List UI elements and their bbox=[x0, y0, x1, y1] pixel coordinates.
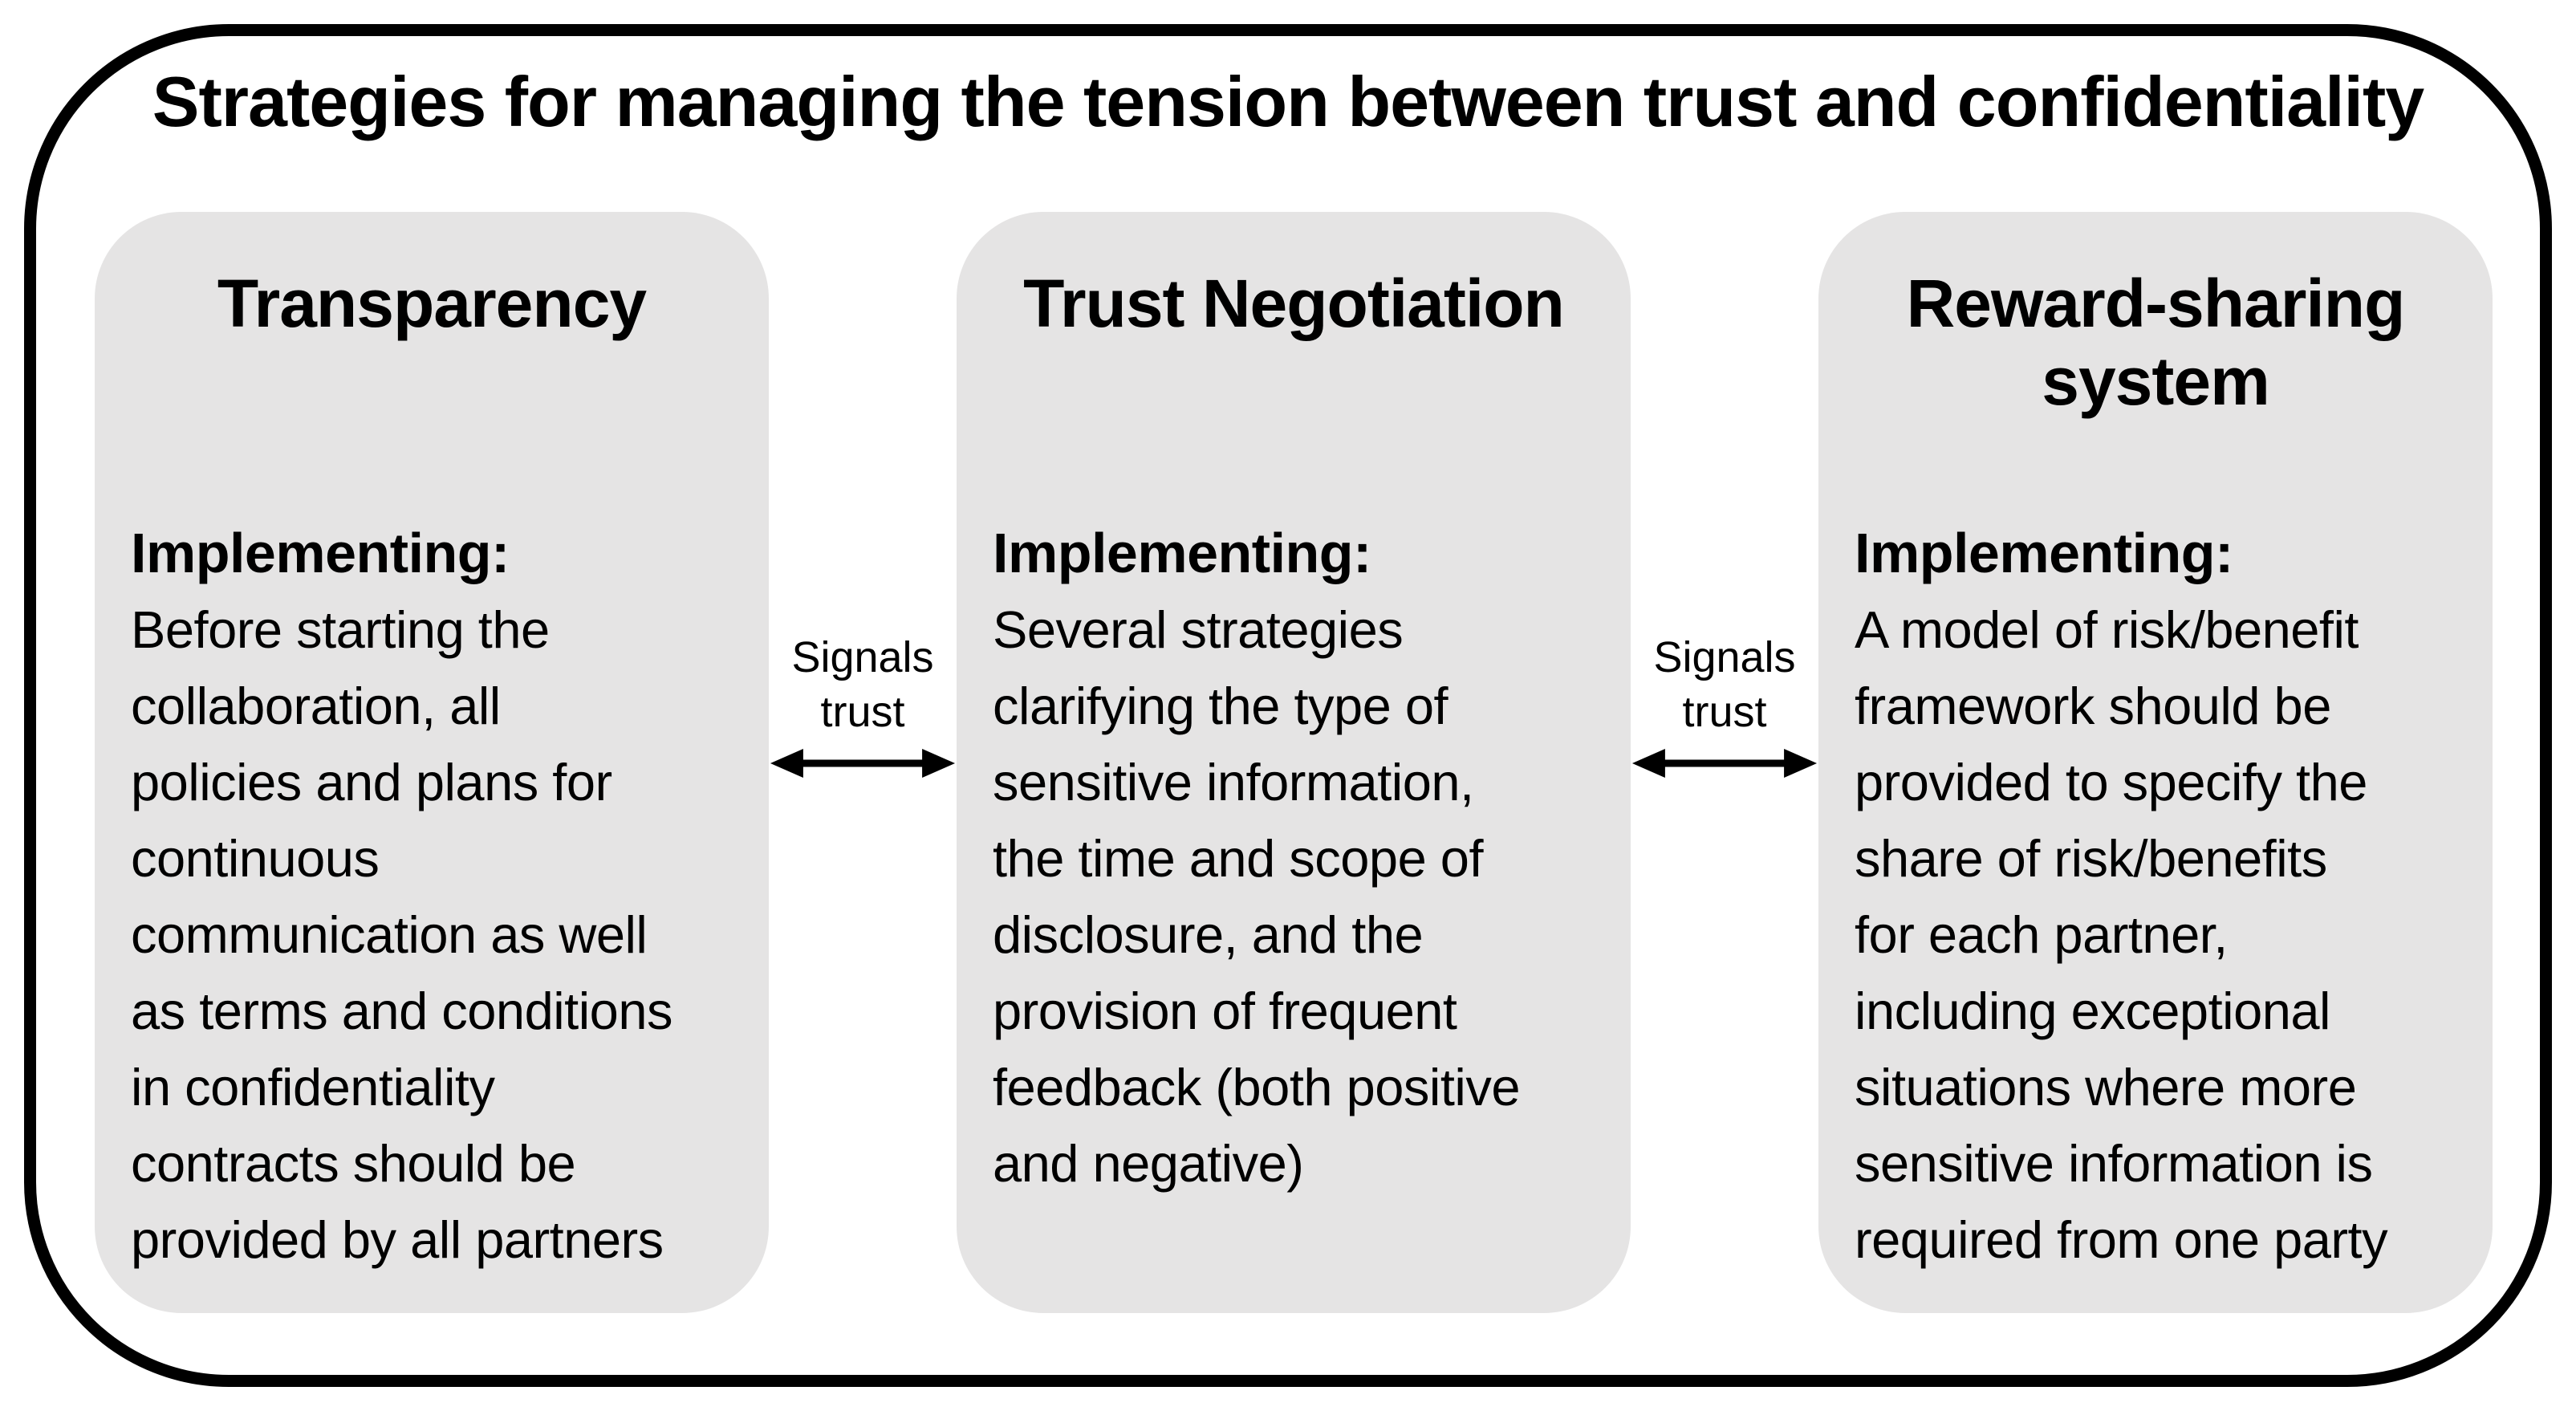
box-body-text: Several strategies clarifying the type o… bbox=[993, 600, 1520, 1193]
connector-label-signals-trust: Signals trust bbox=[1653, 633, 1796, 736]
diagram-title: Strategies for managing the tension betw… bbox=[152, 62, 2425, 141]
connector-label-signals-trust: Signals trust bbox=[791, 633, 934, 736]
connector-trust-reward: Signals trust bbox=[1631, 630, 1818, 781]
box-title-transparency: Transparency bbox=[217, 266, 647, 341]
double-arrow-icon bbox=[1631, 749, 1818, 778]
box-heading-implementing: Implementing: bbox=[993, 522, 1371, 584]
box-body-text: Before starting the collaboration, all p… bbox=[131, 600, 672, 1269]
box-body-text: A model of risk/benefit framework should… bbox=[1855, 600, 2388, 1269]
strategy-box-reward-sharing: Reward-sharing system Implementing: A mo… bbox=[1818, 212, 2493, 1313]
box-heading-implementing: Implementing: bbox=[131, 522, 510, 584]
double-arrow-icon bbox=[770, 749, 956, 778]
strategy-box-transparency: Transparency Implementing: Before starti… bbox=[95, 212, 769, 1313]
strategy-box-trust-negotiation: Trust Negotiation Implementing: Several … bbox=[957, 212, 1631, 1313]
connector-transparency-trust: Signals trust bbox=[769, 630, 957, 781]
box-heading-implementing: Implementing: bbox=[1855, 522, 2233, 584]
box-title-trust-negotiation: Trust Negotiation bbox=[1023, 266, 1565, 341]
box-title-reward-sharing: Reward-sharing system bbox=[1906, 266, 2406, 420]
